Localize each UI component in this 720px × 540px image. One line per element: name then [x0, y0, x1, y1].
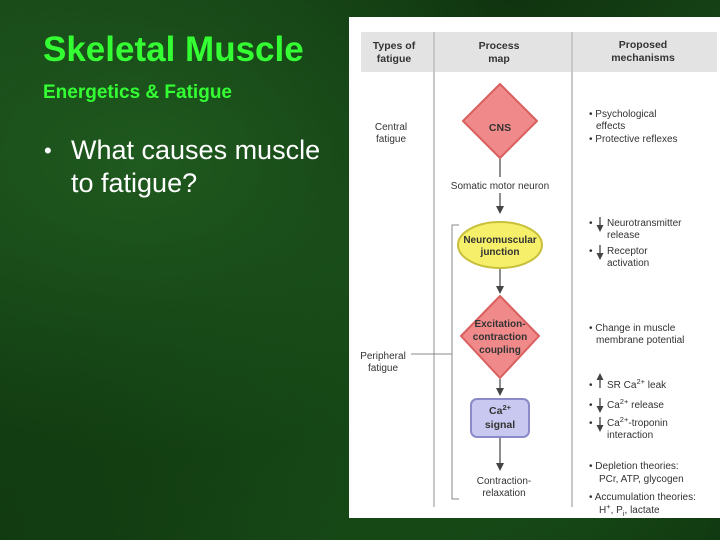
- header-types: fatigue: [377, 53, 412, 65]
- bullet-icon: •: [44, 138, 52, 163]
- mechanism-accumulation: H+, Pi, lactate: [599, 502, 660, 518]
- peripheral-fatigue-label: fatigue: [368, 363, 398, 374]
- nmj-label: junction: [480, 247, 520, 258]
- header-process: Process: [479, 40, 520, 52]
- mechanism-sr-leak: SR Ca2+ leak: [607, 377, 667, 391]
- bullet-dot: •: [589, 418, 593, 429]
- mechanism-depletion: • Depletion theories:: [589, 461, 679, 472]
- header-process: map: [488, 53, 510, 65]
- header-types: Types of: [373, 40, 416, 52]
- mechanism-ca-release: Ca2+ release: [607, 397, 664, 411]
- somatic-motor-neuron-label: Somatic motor neuron: [451, 181, 549, 192]
- bullet-dot: •: [589, 380, 593, 391]
- contraction-relaxation-label: relaxation: [482, 488, 525, 499]
- ca-signal-label: signal: [485, 419, 515, 431]
- mechanism-accumulation: • Accumulation theories:: [589, 492, 696, 503]
- mechanism-membrane-potential: membrane potential: [596, 335, 684, 346]
- central-fatigue-label: Central: [375, 122, 407, 133]
- cns-label: CNS: [489, 122, 511, 134]
- bullet-dot: •: [589, 246, 593, 257]
- mechanism-membrane-potential: • Change in muscle: [589, 323, 676, 334]
- bullet-dot: •: [589, 400, 593, 411]
- mechanism-depletion: PCr, ATP, glycogen: [599, 474, 684, 485]
- mechanism-neurotransmitter: release: [607, 230, 640, 241]
- header-process-bg: [435, 32, 571, 72]
- cns-node: [462, 83, 538, 159]
- ca-signal-label: Ca2+: [489, 403, 512, 417]
- peripheral-fatigue-label: Peripheral: [360, 351, 406, 362]
- nmj-label: Neuromuscular: [463, 235, 536, 246]
- peripheral-bracket: [451, 224, 459, 500]
- mechanism-protective-reflexes: • Protective reflexes: [589, 134, 678, 145]
- mechanism-ca-troponin: interaction: [607, 430, 653, 441]
- mechanism-receptor: Receptor: [607, 246, 648, 257]
- mechanism-ca-troponin: Ca2+-troponin: [607, 415, 668, 429]
- mechanism-psychological: effects: [596, 121, 625, 132]
- header-mechanisms: mechanisms: [611, 52, 675, 64]
- header-mechanisms: Proposed: [619, 39, 667, 51]
- header-mechanisms-bg: [573, 32, 717, 72]
- mechanism-psychological: • Psychological: [589, 109, 656, 120]
- ecc-label: contraction: [473, 332, 527, 343]
- mechanism-receptor: activation: [607, 258, 649, 269]
- fatigue-diagram: Types of fatigue Process map Proposed me…: [349, 17, 720, 518]
- bullet-text: What causes muscle to fatigue?: [71, 135, 321, 198]
- central-fatigue-label: fatigue: [376, 134, 406, 145]
- nmj-node: [457, 221, 543, 269]
- slide-title: Skeletal Muscle: [43, 30, 304, 69]
- mechanism-neurotransmitter: Neurotransmitter: [607, 218, 682, 229]
- header-types-bg: [361, 32, 433, 72]
- ecc-label: coupling: [479, 345, 521, 356]
- ecc-node: [460, 295, 540, 379]
- fatigue-diagram-svg: Types of fatigue Process map Proposed me…: [360, 32, 717, 518]
- bullet-dot: •: [589, 218, 593, 229]
- contraction-relaxation-label: Contraction-: [477, 476, 531, 487]
- ecc-label: Excitation-: [474, 319, 525, 330]
- ca-signal-node: [470, 398, 530, 438]
- slide-subtitle: Energetics & Fatigue: [43, 82, 232, 103]
